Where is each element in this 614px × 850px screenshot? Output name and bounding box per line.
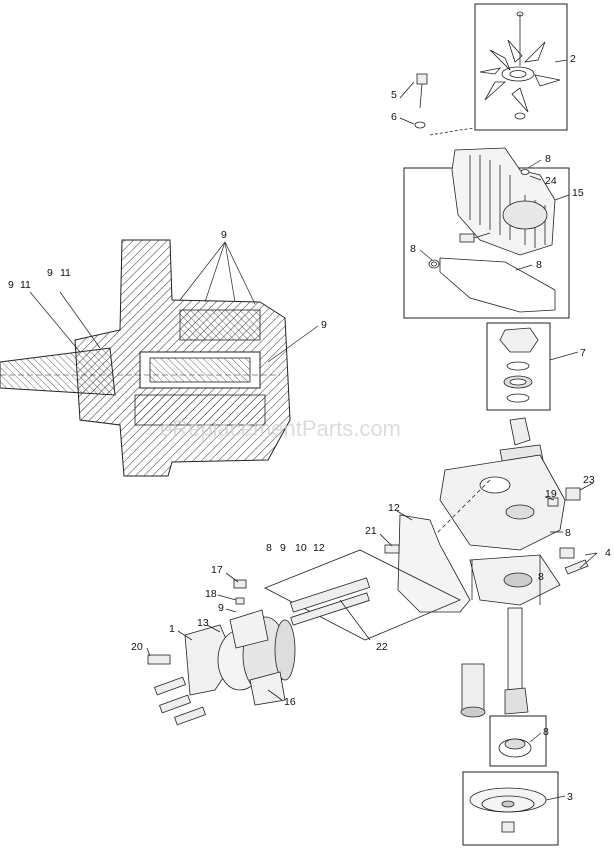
- callout-22: 22: [376, 641, 388, 653]
- bearing-box: [486, 322, 551, 411]
- pulley-box: [462, 771, 559, 846]
- callout-9-top: 9: [221, 229, 227, 241]
- callout-12-mid: 12: [313, 542, 325, 554]
- callout-16: 16: [284, 696, 296, 708]
- callout-2: 2: [570, 53, 576, 65]
- callout-12-top: 12: [388, 502, 400, 514]
- callout-4: 4: [605, 547, 611, 559]
- callout-7: 7: [580, 347, 586, 359]
- cross-section-view: [0, 239, 319, 477]
- callout-8-gasket: 8: [536, 259, 542, 271]
- callout-8-lower: 8: [543, 726, 549, 738]
- callout-1: 1: [169, 623, 175, 635]
- fan-icon: [479, 11, 561, 120]
- callout-13: 13: [197, 617, 209, 629]
- callout-11-mid: 11: [60, 267, 71, 279]
- watermark: eReplacementParts.com: [160, 416, 401, 441]
- gasket: [439, 257, 556, 313]
- main-housing: [419, 417, 566, 758]
- callout-8-oring: 8: [410, 243, 416, 255]
- callout-8-base: 8: [538, 571, 544, 583]
- callout-8-cover: 8: [545, 153, 551, 165]
- fan-assembly: 2: [474, 3, 576, 131]
- callout-21: 21: [365, 525, 377, 537]
- callout-11-left: 11: [20, 279, 31, 291]
- callout-6: 6: [391, 111, 397, 123]
- right-fittings: [544, 482, 598, 575]
- callout-9-pump: 9: [218, 602, 224, 614]
- callout-20: 20: [131, 641, 143, 653]
- fan-box: [474, 3, 568, 131]
- housing-cover-assembly: [403, 147, 570, 319]
- pulley-assembly: [462, 771, 566, 846]
- linkage-assembly: [264, 510, 471, 641]
- callout-9-right: 9: [321, 319, 327, 331]
- callout-8-mid: 8: [266, 542, 272, 554]
- callout-9-mid2: 9: [280, 542, 286, 554]
- callout-5: 5: [391, 89, 397, 101]
- callout-15: 15: [572, 187, 584, 199]
- callout-19: 19: [545, 488, 557, 500]
- callout-24: 24: [545, 175, 557, 187]
- bearing-box-lower: [489, 715, 547, 767]
- fill-cap: [399, 73, 476, 136]
- callout-3: 3: [567, 791, 573, 803]
- pump-assembly: [146, 572, 296, 726]
- bearing-assembly: [486, 322, 579, 411]
- callout-23: 23: [583, 474, 595, 486]
- callout-17: 17: [211, 564, 223, 576]
- callout-8-right: 8: [565, 527, 571, 539]
- callout-10: 10: [295, 542, 307, 554]
- callout-18: 18: [205, 588, 217, 600]
- callout-9-left: 9: [8, 279, 14, 291]
- callout-9-mid: 9: [47, 267, 53, 279]
